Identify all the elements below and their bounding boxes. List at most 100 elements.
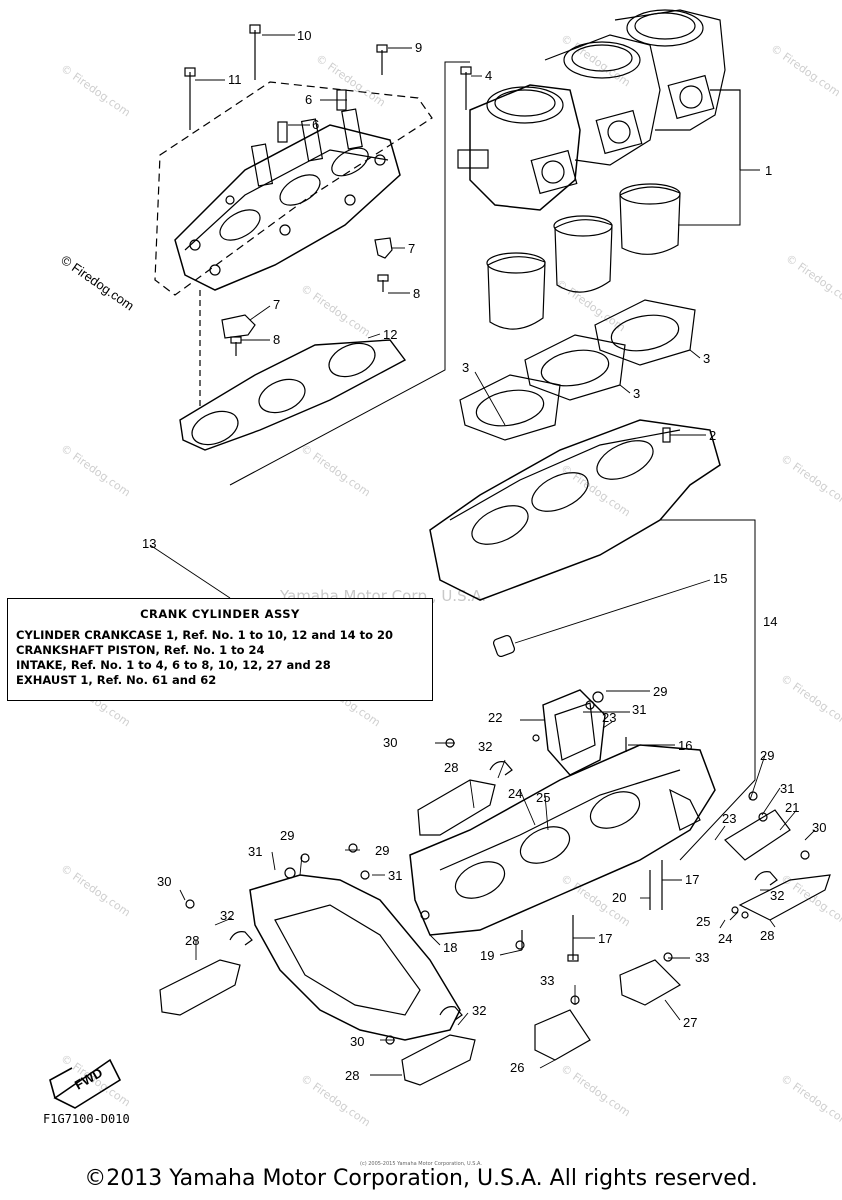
callout-29c: 29 (280, 828, 294, 843)
callout-6b: 6 (312, 117, 319, 132)
watermark-firedog: © Firedog.com (298, 1072, 372, 1130)
callout-8b: 8 (273, 332, 280, 347)
callout-17a: 17 (598, 931, 612, 946)
callout-33a: 33 (540, 973, 554, 988)
cover-27 (619, 959, 681, 1006)
cover-26 (534, 1009, 591, 1061)
callout-10: 10 (297, 28, 311, 43)
copyright-notice: ©2013 Yamaha Motor Corporation, U.S.A. A… (84, 1166, 758, 1191)
bracket-21 (724, 809, 791, 861)
callout-30c: 30 (157, 874, 171, 889)
cylinder-head-dashed-box (154, 81, 433, 296)
watermark-firedog: © Firedog.com (783, 252, 842, 310)
mount-28b (159, 959, 241, 1016)
callout-21: 21 (785, 800, 799, 815)
callout-28c: 28 (345, 1068, 359, 1083)
bracket-7a (374, 237, 393, 259)
watermark-firedog: © Firedog.com (558, 462, 632, 520)
callout-19: 19 (480, 948, 494, 963)
mount-28a (417, 779, 496, 836)
callout-8a: 8 (413, 286, 420, 301)
fasteners (185, 691, 810, 1045)
bearing-15 (492, 634, 516, 658)
watermark-firedog: © Firedog.com (778, 672, 842, 730)
callout-24a: 24 (508, 786, 522, 801)
pistons (486, 183, 681, 330)
callout-31a: 31 (632, 702, 646, 717)
callout-9: 9 (415, 40, 422, 55)
watermark-firedog: © Firedog.com (58, 62, 132, 120)
callout-7b: 7 (273, 297, 280, 312)
callout-3c: 3 (703, 351, 710, 366)
bolt-head-8a (377, 274, 389, 282)
dowel-6b (277, 121, 288, 143)
watermark-firedog: © Firedog.com (768, 42, 842, 100)
watermark-firedog: © Firedog.com (778, 1072, 842, 1130)
bracket-7b (221, 314, 256, 339)
callout-31d: 31 (388, 868, 402, 883)
info-box-line: CYLINDER CRANKCASE 1, Ref. No. 1 to 10, … (16, 628, 394, 642)
callout-23a: 23 (602, 710, 616, 725)
callout-29b: 29 (760, 748, 774, 763)
info-box-title: CRANK CYLINDER ASSY (140, 607, 300, 621)
engine-side-cover (249, 874, 461, 1041)
callout-22: 22 (488, 710, 502, 725)
callout-18: 18 (443, 940, 457, 955)
head-gasket-12 (179, 339, 407, 451)
callout-labels: 10 11 9 4 6 6 7 8 7 8 12 1 3 3 3 2 13 15… (142, 28, 826, 1083)
info-box-line: INTAKE, Ref. No. 1 to 4, 6 to 8, 10, 12,… (16, 658, 331, 672)
callout-7a: 7 (408, 241, 415, 256)
callout-32a: 32 (478, 739, 492, 754)
callout-24b: 24 (718, 931, 732, 946)
catalog-code: F1G7100-D010 (43, 1112, 130, 1126)
callout-4: 4 (485, 68, 492, 83)
hose-clamp-32b (754, 871, 778, 886)
bolt-head-11 (184, 67, 196, 77)
watermark-firedog: © Firedog.com (298, 282, 372, 340)
callout-31c: 31 (248, 844, 262, 859)
line-art (49, 9, 831, 1109)
callout-28d: 28 (760, 928, 774, 943)
callout-32d: 32 (472, 1003, 486, 1018)
base-gaskets-3 (459, 299, 696, 441)
callout-20: 20 (612, 890, 626, 905)
callout-29d: 29 (375, 843, 389, 858)
mount-28d (738, 874, 831, 921)
callout-31b: 31 (780, 781, 794, 796)
small-copyright: (c) 2005-2015 Yamaha Motor Corporation, … (360, 1161, 482, 1167)
watermark-firedog-dark: © Firedog.com (58, 252, 137, 313)
hose-clamp-32a (489, 761, 513, 776)
cylinder-block-1 (457, 9, 726, 211)
intake-manifold-22 (542, 689, 606, 776)
bolt-head-4 (460, 66, 472, 75)
callout-30a: 30 (383, 735, 397, 750)
watermark-firedog: © Firedog.com (298, 442, 372, 500)
watermark-firedog: © Firedog.com (58, 862, 132, 920)
callout-16: 16 (678, 738, 692, 753)
dowel-2 (662, 427, 671, 443)
callout-2: 2 (709, 428, 716, 443)
callout-3a: 3 (462, 360, 469, 375)
cylinder-head (174, 108, 401, 291)
callout-13: 13 (142, 536, 156, 551)
callout-25a: 25 (536, 790, 550, 805)
info-box-line: EXHAUST 1, Ref. No. 61 and 62 (16, 673, 217, 687)
callout-26: 26 (510, 1060, 524, 1075)
watermark-firedog: © Firedog.com (558, 1062, 632, 1120)
callout-25b: 25 (696, 914, 710, 929)
watermark-firedog: © Firedog.com (553, 277, 627, 335)
upper-crankcase (429, 419, 721, 658)
callout-30d: 30 (350, 1034, 364, 1049)
hose-clamp-32c (229, 931, 253, 946)
callout-15: 15 (713, 571, 727, 586)
bolt-head-9 (376, 44, 388, 53)
callout-12: 12 (383, 327, 397, 342)
callout-17b: 17 (685, 872, 699, 887)
crank-cylinder-assy-box: CRANK CYLINDER ASSY CYLINDER CRANKCASE 1… (7, 598, 433, 701)
callout-6a: 6 (305, 92, 312, 107)
watermark-firedog: © Firedog.com (58, 442, 132, 500)
callout-32b: 32 (770, 888, 784, 903)
callout-28a: 28 (444, 760, 458, 775)
callout-1: 1 (765, 163, 772, 178)
